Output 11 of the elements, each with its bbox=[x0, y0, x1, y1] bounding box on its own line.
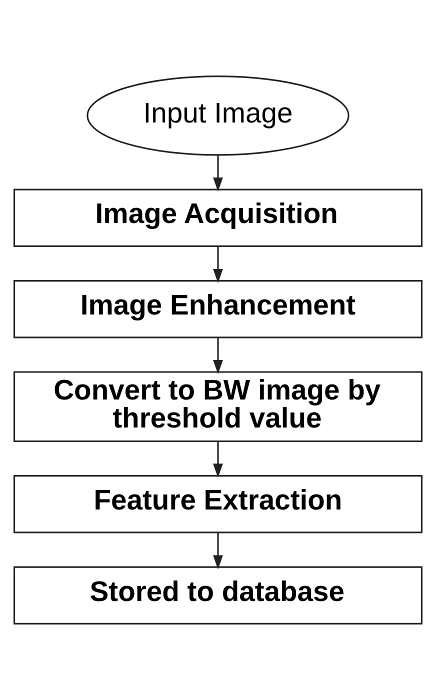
node-box: Image Acquisition bbox=[14, 188, 422, 246]
arrow bbox=[213, 154, 223, 192]
node-ellipse: Input Image bbox=[86, 75, 350, 156]
node-box: Feature Extraction bbox=[14, 474, 422, 533]
arrow bbox=[213, 441, 223, 478]
arrow bbox=[213, 336, 223, 374]
node-box: Stored to database bbox=[14, 566, 422, 624]
arrow bbox=[213, 246, 223, 283]
arrow bbox=[213, 532, 223, 569]
node-box: Image Enhancement bbox=[14, 280, 422, 338]
node-box: Convert to BW image by threshold value bbox=[14, 370, 422, 442]
